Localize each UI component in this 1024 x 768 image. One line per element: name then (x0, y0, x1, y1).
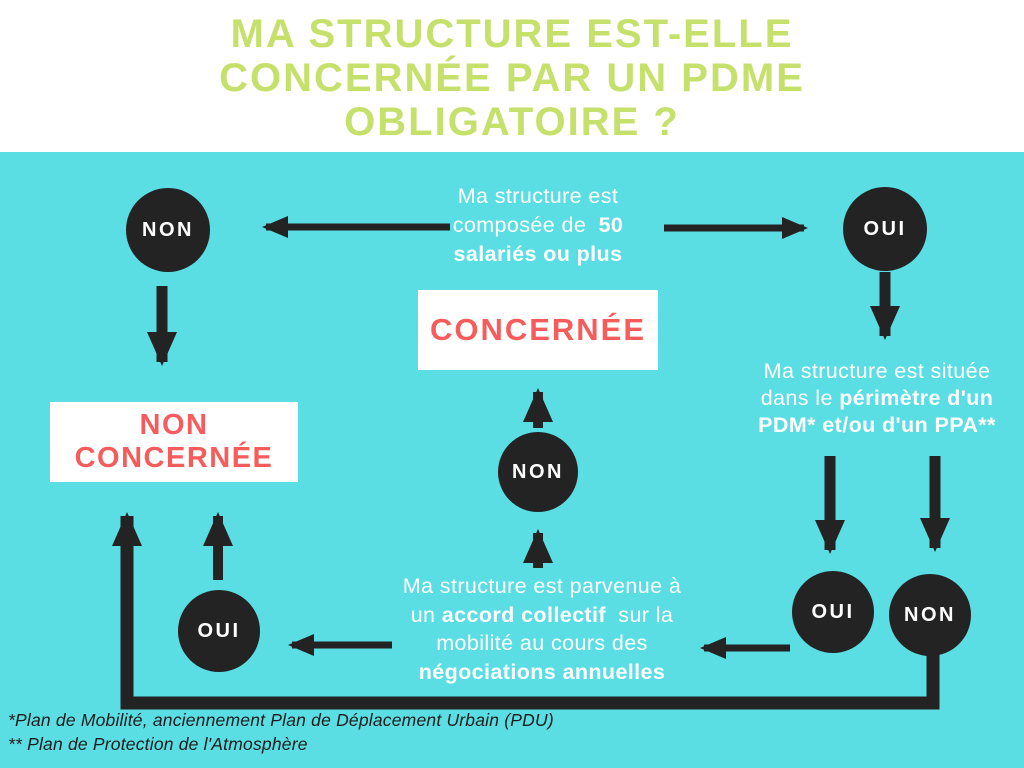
question-employees-line1: Ma structure est (457, 184, 619, 208)
question-perimeter-line3: PDM* et/ou d'un PPA** (758, 413, 996, 437)
result-not-concerned-line1: NON (139, 409, 209, 441)
page-title-line-1: MA STRUCTURE EST-ELLE (230, 12, 794, 56)
question-employees-line3: salariés ou plus (453, 242, 623, 266)
question-employees-line2: composée de 50 (452, 213, 624, 237)
footnotes: *Plan de Mobilité, anciennement Plan de … (8, 708, 554, 756)
result-concerned-label: CONCERNÉE (429, 312, 647, 347)
page-title-line-3: OBLIGATOIRE ? (344, 100, 680, 144)
header: MA STRUCTURE EST-ELLE CONCERNÉE PAR UN P… (0, 0, 1024, 152)
arrow-non-route-to-notconcerned-icon (112, 512, 940, 710)
node-oui-bottom-right: OUI (792, 571, 874, 653)
node-oui-bottom-left: OUI (178, 590, 260, 672)
result-not-concerned-box: NON CONCERNÉE (50, 402, 298, 482)
question-agreement-line2: un accord collectif sur la (410, 602, 674, 627)
question-agreement: Ma structure est parvenue à un accord co… (390, 572, 694, 686)
question-perimeter-line2: dans le périmètre d'un (760, 386, 994, 410)
node-oui-top-right: OUI (843, 187, 927, 271)
question-employees: Ma structure est composée de 50 salariés… (398, 182, 678, 269)
result-concerned-box: CONCERNÉE (418, 290, 658, 370)
question-perimeter: Ma structure est située dans le périmètr… (727, 358, 1024, 439)
node-non-middle: NON (498, 432, 578, 512)
question-agreement-line3: mobilité au cours des (436, 631, 648, 655)
node-non-top-left: NON (126, 188, 210, 272)
question-agreement-line1: Ma structure est parvenue à (402, 574, 682, 598)
page-title-line-2: CONCERNÉE PAR UN PDME (219, 56, 805, 100)
question-agreement-line4: négociations annuelles (418, 659, 666, 684)
result-not-concerned-line2: CONCERNÉE (74, 442, 274, 474)
footnote-pdm: *Plan de Mobilité, anciennement Plan de … (8, 710, 554, 730)
question-perimeter-line1: Ma structure est située (763, 359, 991, 383)
node-non-bottom-right: NON (889, 574, 971, 656)
footnote-ppa: ** Plan de Protection de l'Atmosphère (8, 734, 308, 754)
